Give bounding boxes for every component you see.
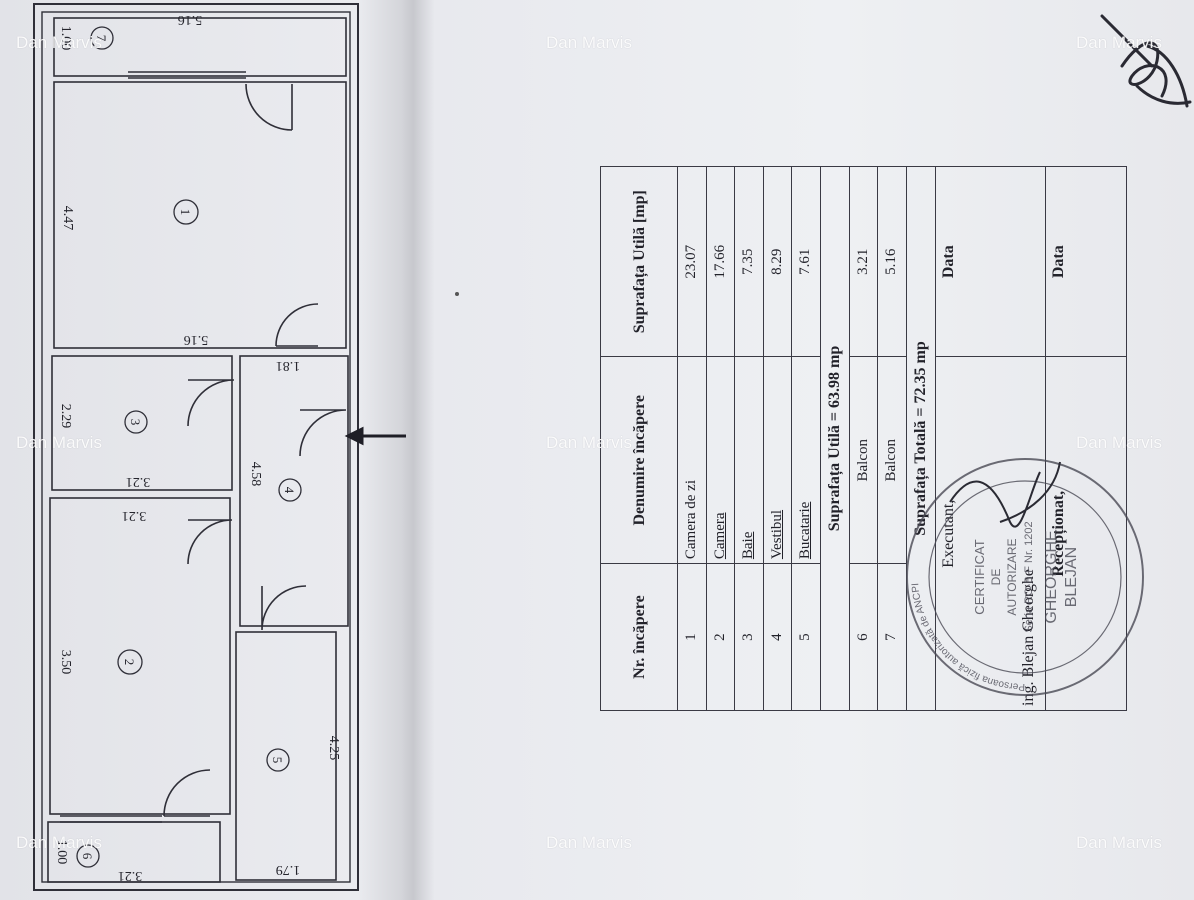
- cell-nr: 6: [849, 563, 878, 711]
- watermark: Dan Marvis: [546, 433, 632, 452]
- watermark: Dan Marvis: [1076, 833, 1162, 852]
- dimension-label: 3.21: [118, 868, 143, 883]
- room-number: 6: [80, 853, 95, 860]
- room-1-outline: [53, 81, 347, 349]
- watermark: Dan Marvis: [546, 833, 632, 852]
- room-number-circle: [278, 478, 302, 502]
- door-swing: [187, 379, 235, 427]
- room-number: 5: [270, 757, 285, 764]
- subtotal-text: Suprafața Utilă = 63.98 mp: [820, 166, 849, 711]
- dimension-label: 3.50: [58, 650, 73, 675]
- door-swing: [245, 83, 293, 131]
- room-number: 7: [94, 35, 109, 42]
- executant-label: Executant,: [939, 499, 957, 568]
- door-swing: [299, 409, 347, 457]
- header-nr: Nr. încăpere: [600, 563, 678, 711]
- cell-name: Camera: [706, 356, 735, 564]
- date-cell-1: Data: [935, 166, 1045, 357]
- cell-name: Balcon: [849, 356, 878, 564]
- cell-area: 5.16: [877, 166, 906, 357]
- dimension-label: 3.21: [122, 508, 147, 523]
- watermark: Dan Marvis: [16, 833, 102, 852]
- watermark: Dan Marvis: [16, 33, 102, 52]
- room-3-outline: [51, 355, 233, 491]
- room-4-outline: [239, 355, 349, 627]
- header-area: Suprafața Utilă [mp]: [600, 166, 678, 357]
- watermark: Dan Marvis: [16, 433, 102, 452]
- room-area-table: Nr. încăpere Denumire încăpere Suprafața…: [600, 166, 1127, 711]
- room-number: 1: [178, 209, 193, 216]
- signature-top: [1100, 14, 1192, 108]
- cell-area: 7.61: [791, 166, 820, 357]
- room-5-outline: [235, 631, 337, 881]
- room-number-circle: [76, 844, 100, 868]
- date-cell-2: Data: [1045, 166, 1126, 357]
- dimension-label: 1.00: [54, 840, 69, 865]
- watermark: Dan Marvis: [546, 33, 632, 52]
- cell-area: 8.29: [763, 166, 792, 357]
- dimension-label: 4.47: [60, 206, 75, 231]
- room-number-circle: [124, 410, 148, 434]
- dimension-label: 5.16: [178, 12, 203, 27]
- door-swing: [163, 769, 211, 817]
- entrance-arrow: [344, 426, 406, 446]
- cell-name: Baie: [734, 356, 763, 564]
- table-row: 5 Bucatarie 7.61: [791, 166, 820, 711]
- cell-nr: 5: [791, 563, 820, 711]
- dimension-label: 4.25: [326, 736, 341, 761]
- executant-cell: Executant, ing. Blejan Gheorghe: [935, 356, 1045, 711]
- watermark: Dan Marvis: [1076, 33, 1162, 52]
- cell-nr: 2: [706, 563, 735, 711]
- executant-name: ing. Blejan Gheorghe: [1019, 568, 1037, 706]
- watermark: Dan Marvis: [1076, 433, 1162, 452]
- cell-nr: 1: [677, 563, 706, 711]
- table-row: 6 Balcon 3.21: [849, 166, 878, 711]
- door-swing: [187, 519, 233, 565]
- room-7-outline: [53, 17, 347, 77]
- cell-name: Balcon: [877, 356, 906, 564]
- room-2-outline: [49, 497, 231, 815]
- room-number-circle: [117, 649, 143, 675]
- table-row: 4 Vestibul 8.29: [763, 166, 792, 711]
- header-name: Denumire încăpere: [600, 356, 678, 564]
- dimension-label: 2.29: [58, 404, 73, 429]
- room-number: 4: [282, 487, 297, 494]
- floor-plan: 7 1 3 4 2 5 6 1.00 5.16 4.47 5.16 2.29 3…: [33, 3, 406, 891]
- room-number: 3: [128, 419, 143, 426]
- total-text: Suprafața Totală = 72.35 mp: [906, 166, 935, 711]
- table-row: 2 Camera 17.66: [706, 166, 735, 711]
- total-row: Suprafața Totală = 72.35 mp: [906, 166, 935, 711]
- receptionat-label: Recepționat,: [1045, 356, 1126, 711]
- door-swing: [275, 303, 319, 347]
- table-row: 7 Balcon 5.16: [877, 166, 906, 711]
- cell-area: 17.66: [706, 166, 735, 357]
- dimension-label: 1.79: [276, 862, 301, 877]
- executant-row: Executant, ing. Blejan Gheorghe Data: [935, 166, 1045, 711]
- dimension-label: 1.81: [276, 358, 301, 373]
- outer-wall: [33, 3, 359, 891]
- room-number-circle: [173, 199, 199, 225]
- table-row: 3 Baie 7.35: [734, 166, 763, 711]
- cell-area: 3.21: [849, 166, 878, 357]
- cell-area: 23.07: [677, 166, 706, 357]
- ink-dot: [455, 292, 459, 296]
- cell-nr: 3: [734, 563, 763, 711]
- table-row: 1 Camera de zi 23.07: [677, 166, 706, 711]
- cell-name: Camera de zi: [677, 356, 706, 564]
- room-number-circle: [266, 748, 290, 772]
- dimension-label: 1.00: [58, 26, 73, 51]
- dimension-label: 3.21: [126, 474, 151, 489]
- cell-name: Vestibul: [763, 356, 792, 564]
- subtotal-row: Suprafața Utilă = 63.98 mp: [820, 166, 849, 711]
- dimension-label: 5.16: [184, 332, 209, 347]
- cell-area: 7.35: [734, 166, 763, 357]
- cell-name: Bucatarie: [791, 356, 820, 564]
- cell-nr: 7: [877, 563, 906, 711]
- room-number: 2: [122, 659, 137, 666]
- room-number-circle: [90, 26, 114, 50]
- door-swing: [261, 585, 307, 631]
- dimension-label: 4.58: [248, 462, 263, 487]
- cell-nr: 4: [763, 563, 792, 711]
